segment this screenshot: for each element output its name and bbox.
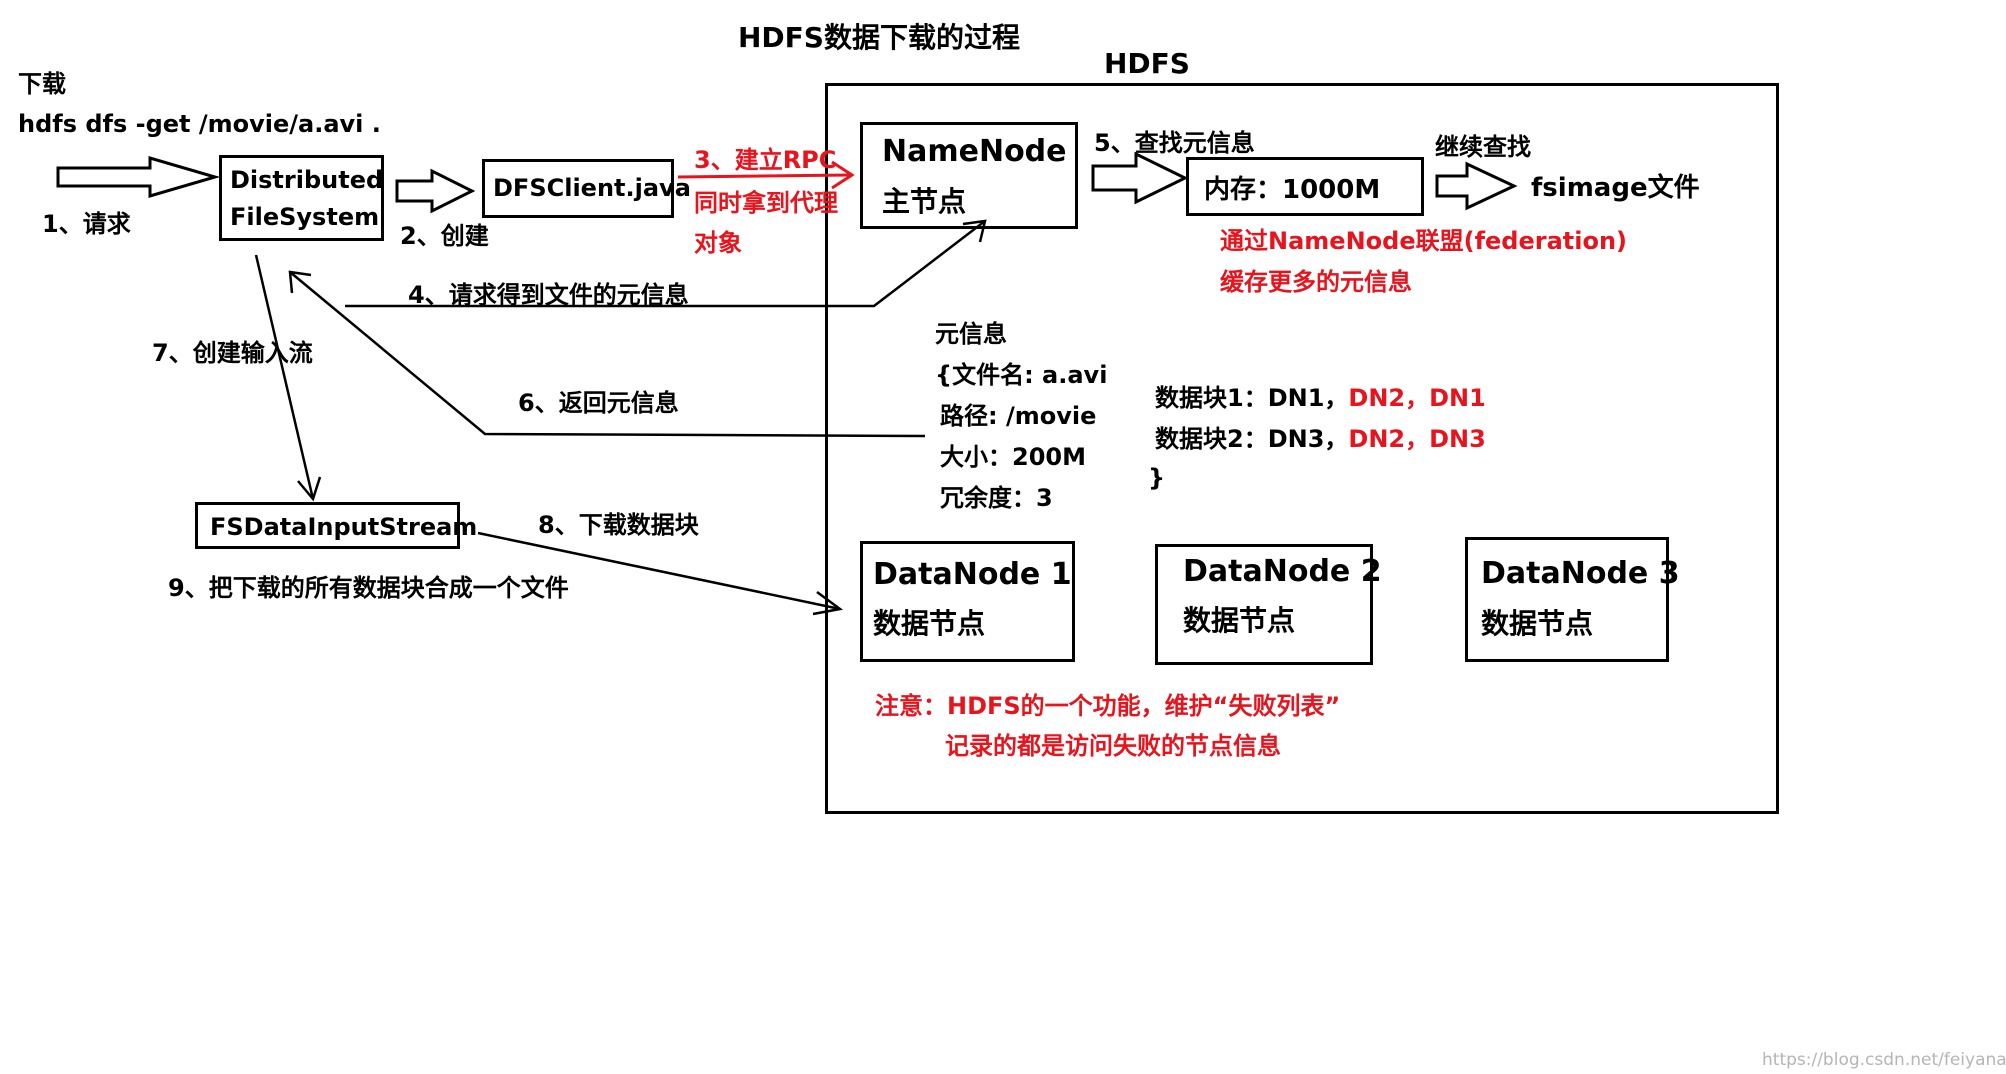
block-1-replicas: DN2，DN1 [1348,384,1486,412]
datanode-2-name: DataNode 2 [1183,554,1382,589]
block-2-row: 数据块2：DN3，DN2，DN3 [1155,427,1486,451]
metadata-close-brace: } [1148,464,1166,492]
dfsclient-label: DFSClient.java [493,174,691,202]
datanode-1-name: DataNode 1 [873,557,1072,592]
metadata-size: 大小：200M [940,443,1086,471]
step-4-label: 4、请求得到文件的元信息 [408,281,689,309]
dfs-label-line2: FileSystem [230,203,380,231]
request-arrow [56,155,221,199]
hdfs-label: HDFS [1104,47,1190,80]
step-7-label: 7、创建输入流 [152,339,313,367]
namenode-box: NameNode 主节点 [860,122,1078,229]
datanode-1-role: 数据节点 [873,607,986,640]
step-3-label-line1: 3、建立RPC [694,146,837,174]
step-5-label: 5、查找元信息 [1094,129,1255,157]
step-1-label: 1、请求 [42,210,131,238]
metadata-header: 元信息 [935,320,1007,348]
federation-note-line1: 通过NameNode联盟(federation) [1220,227,1628,255]
datanode-3-role: 数据节点 [1481,607,1594,640]
fsimage-label: fsimage文件 [1531,173,1700,203]
hdfs-cluster-frame [825,83,1779,814]
block-1-row: 数据块1：DN1，DN2，DN1 [1155,386,1486,410]
download-command: hdfs dfs -get /movie/a.avi . [18,110,381,138]
create-arrow [395,168,476,214]
step-3-label-line2: 同时拿到代理 [694,189,838,217]
distributed-filesystem-box: Distributed FileSystem [219,155,384,241]
datanode-3-box: DataNode 3 数据节点 [1465,537,1680,662]
datanode-3-name: DataNode 3 [1481,556,1680,591]
block-2-replicas: DN2，DN3 [1348,425,1486,453]
datanode-2-role: 数据节点 [1183,604,1296,637]
fsdatainputstream-label: FSDataInputStream [210,513,478,541]
metadata-filename: {文件名: a.avi [935,361,1108,389]
dfsclient-box: DFSClient.java [482,159,691,218]
block-1-label: 数据块1：DN1， [1155,384,1349,412]
namenode-label: NameNode [882,134,1067,169]
federation-note-line2: 缓存更多的元信息 [1220,268,1412,296]
datanode-1-box: DataNode 1 数据节点 [860,541,1075,662]
metadata-path: 路径: /movie [940,402,1097,430]
namenode-role: 主节点 [882,185,967,218]
metadata-replication: 冗余度：3 [940,484,1053,512]
return-metadata-head [288,270,312,294]
step-9-label: 9、把下载的所有数据块合成一个文件 [168,574,569,602]
datanode-2-box: DataNode 2 数据节点 [1155,544,1382,665]
continue-search-label: 继续查找 [1435,133,1531,161]
create-stream-head [297,476,322,502]
download-label: 下载 [18,70,66,98]
block-2-label: 数据块2：DN3， [1155,425,1349,453]
diagram-title: HDFS数据下载的过程 [738,21,1020,54]
step-8-label: 8、下载数据块 [538,511,699,539]
memory-label: 内存：1000M [1204,175,1381,205]
step-2-label: 2、创建 [400,222,489,250]
memory-box: 内存：1000M [1186,157,1424,216]
step-6-label: 6、返回元信息 [518,389,679,417]
fsdatainputstream-box: FSDataInputStream [195,502,477,549]
create-stream-line [254,254,315,500]
step-3-label-line3: 对象 [694,229,742,257]
notice-line2: 记录的都是访问失败的节点信息 [945,732,1281,760]
watermark: https://blog.csdn.net/feiyanaffection [1762,1050,2006,1070]
dfs-label-line1: Distributed [230,166,384,194]
notice-line1: 注意：HDFS的一个功能，维护“失败列表” [875,692,1341,720]
